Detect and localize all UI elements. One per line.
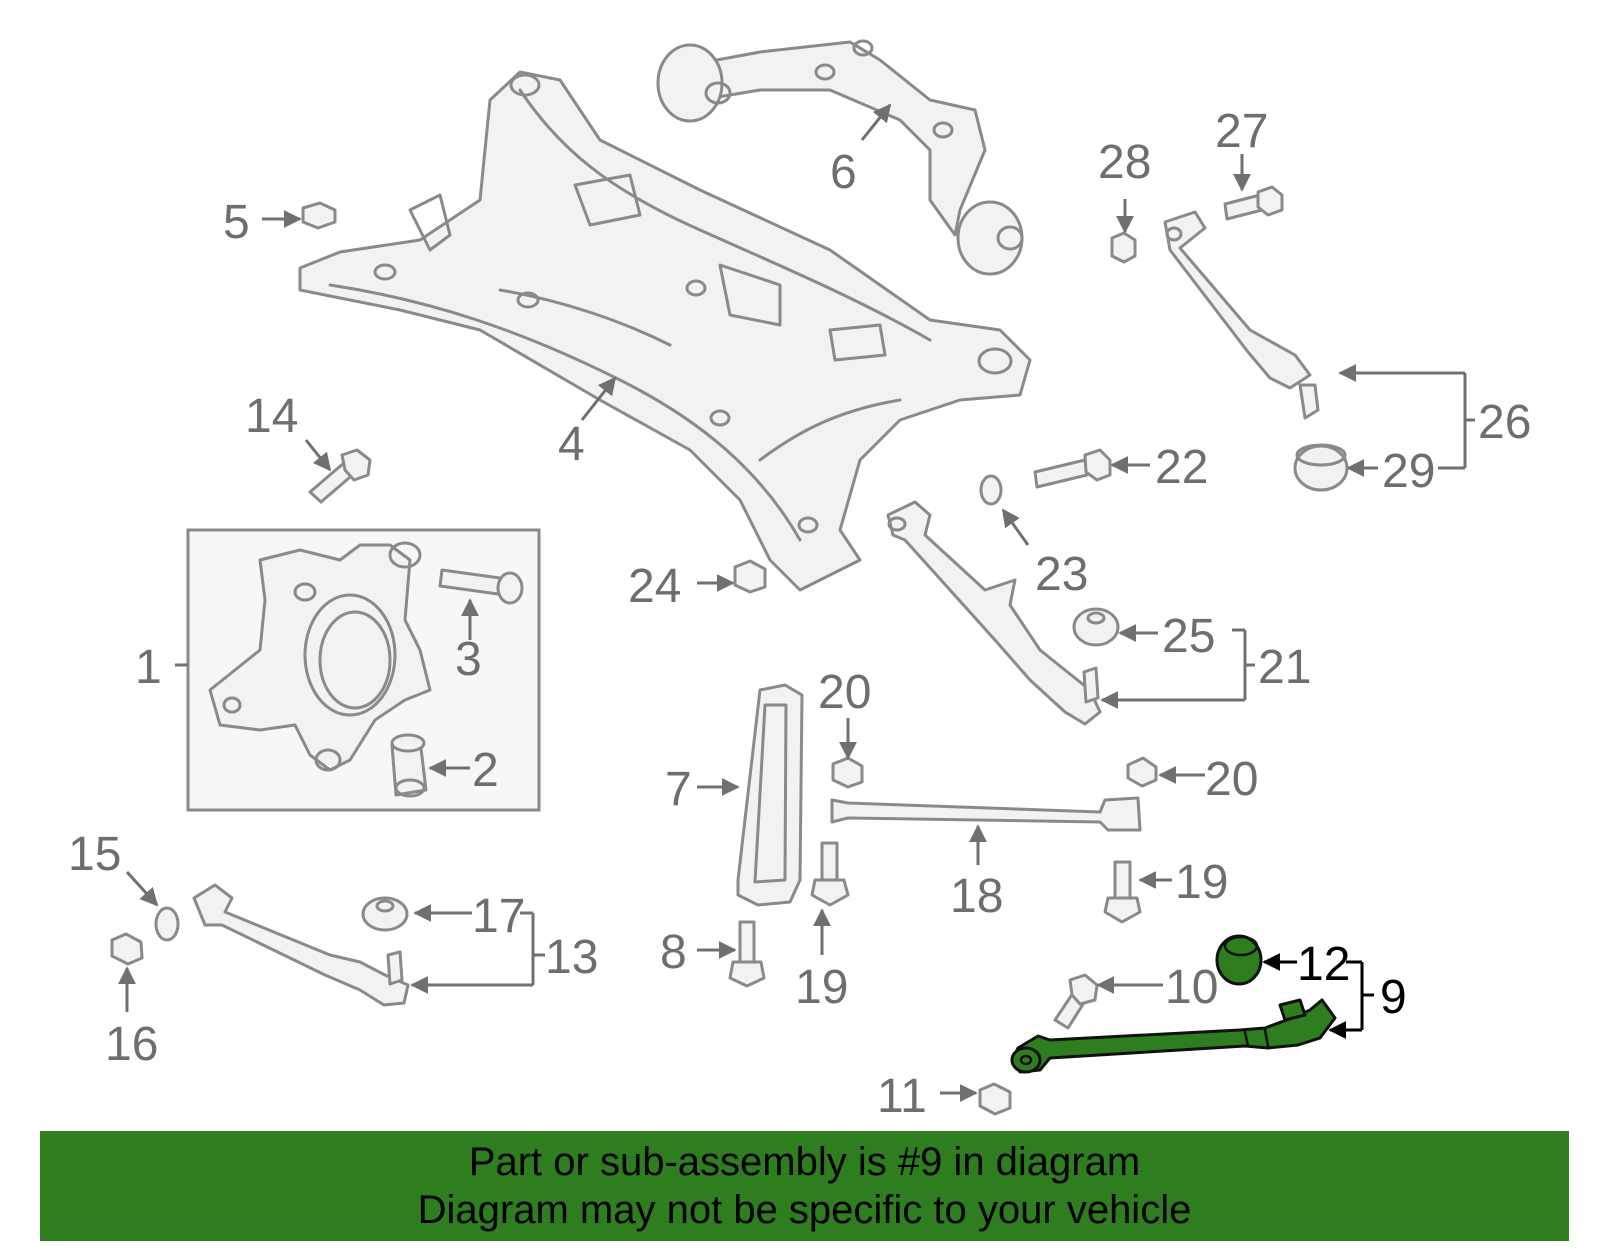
- callout-leaders: [118, 103, 1475, 1102]
- part-15-washer: [154, 906, 180, 942]
- callout-8: 8: [660, 926, 687, 979]
- banner-line-2: Diagram may not be specific to your vehi…: [417, 1188, 1192, 1232]
- callout-19b: 19: [1175, 856, 1228, 909]
- callout-11: 11: [877, 1070, 927, 1123]
- part-25-bushing: [1072, 607, 1120, 647]
- part-14-bolt: [308, 448, 372, 504]
- part-3-bolt: [438, 568, 524, 605]
- part-19b-bolt: [1103, 860, 1142, 924]
- callout-4: 4: [558, 418, 585, 471]
- callout-21: 21: [1258, 641, 1311, 694]
- callout-labels: 1 2 3 4 5 6 7 8 9 10 11 12 13 14 15 16 1…: [68, 105, 1531, 1123]
- callout-3: 3: [455, 633, 482, 686]
- part-2-bushing: [390, 733, 428, 798]
- part-22-bolt: [1033, 448, 1112, 489]
- callout-13: 13: [545, 931, 598, 984]
- callout-16: 16: [105, 1018, 158, 1071]
- part-28-nut: [1110, 231, 1137, 264]
- callout-23: 23: [1035, 548, 1088, 601]
- part-9-arm-highlighted: [1010, 998, 1337, 1074]
- callout-19a: 19: [795, 961, 848, 1014]
- info-banner: Part or sub-assembly is #9 in diagram Di…: [40, 1131, 1569, 1241]
- part-24-nut: [733, 559, 767, 594]
- part-11-nut: [978, 1082, 1012, 1116]
- callout-20a: 20: [818, 666, 871, 719]
- part-19a-bolt: [810, 841, 850, 907]
- part-13-rear-link: [192, 883, 410, 1007]
- callout-1: 1: [135, 641, 162, 694]
- part-21-lower-arm: [886, 500, 1102, 726]
- part-17-bushing: [361, 896, 409, 932]
- callout-7: 7: [665, 763, 692, 816]
- callout-22: 22: [1155, 441, 1208, 494]
- part-1-knuckle-box: [186, 528, 541, 812]
- part-23-washer: [979, 474, 1003, 506]
- part-10-bolt: [1053, 973, 1099, 1030]
- part-7-link: [736, 683, 804, 907]
- callout-10: 10: [1165, 961, 1218, 1014]
- callout-6: 6: [830, 146, 857, 199]
- banner-line-1: Part or sub-assembly is #9 in diagram: [468, 1140, 1141, 1184]
- callout-18: 18: [950, 870, 1003, 923]
- part-20a-nut: [831, 756, 864, 789]
- part-26-lateral-link: [1163, 210, 1320, 420]
- callout-9: 9: [1380, 971, 1407, 1024]
- part-5-nut: [301, 201, 337, 230]
- callout-15: 15: [68, 828, 121, 881]
- part-8-bolt: [728, 920, 766, 988]
- part-27-bolt: [1223, 185, 1284, 221]
- callout-28: 28: [1098, 136, 1151, 189]
- part-29-bushing: [1293, 443, 1349, 492]
- part-16-nut: [110, 932, 144, 966]
- callout-12: 12: [1297, 938, 1350, 991]
- callout-27: 27: [1215, 105, 1268, 158]
- callout-25: 25: [1162, 610, 1215, 663]
- callout-14: 14: [245, 390, 298, 443]
- callout-5: 5: [223, 196, 250, 249]
- callout-26: 26: [1478, 396, 1531, 449]
- callout-29: 29: [1382, 445, 1435, 498]
- part-12-bushing-highlighted: [1215, 934, 1263, 986]
- part-6-upper-arm: [656, 39, 1024, 276]
- callout-2: 2: [472, 744, 499, 797]
- part-18-rod: [830, 796, 1142, 832]
- callout-20b: 20: [1205, 753, 1258, 806]
- part-4-subframe: [298, 70, 1032, 592]
- callout-24: 24: [628, 560, 681, 613]
- callout-17: 17: [472, 890, 525, 943]
- part-20b-nut: [1126, 756, 1158, 788]
